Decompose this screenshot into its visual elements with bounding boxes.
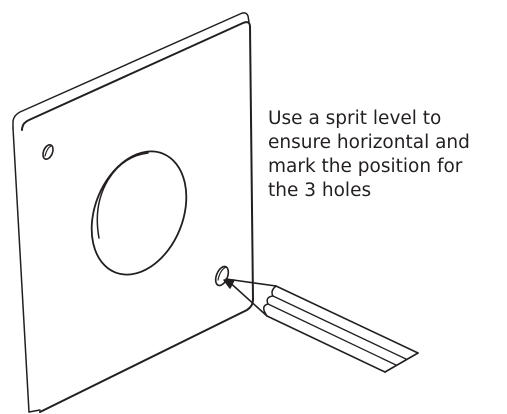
screw-hole-bottom-right-inner [217,266,227,281]
instruction-line-4: the 3 holes [268,180,372,201]
pencil-end [384,352,419,373]
central-opening-inner-rim [96,152,149,239]
instruction-line-2: ensure horizontal and [268,132,470,153]
pencil-icon [223,278,419,373]
pencil-facet-line-2 [267,303,397,366]
plate-front-face [21,21,254,413]
pencil-wood-cone [225,278,277,317]
pencil-sharpened-edge [263,285,277,317]
pencil-facet-line-1 [272,295,407,360]
screw-hole-top-left [42,144,54,160]
instruction-line-3: mark the position for [268,156,463,177]
instruction-text: Use a sprit level to ensure horizontal a… [268,107,503,203]
central-opening [90,150,188,276]
plate-edge [12,12,250,129]
instruction-line-1: Use a sprit level to [268,108,442,129]
screw-hole-top-left-inner [44,145,52,157]
plate-edge-side [12,127,30,413]
pencil-shaft-top [275,285,419,354]
pencil-shaft-bottom [266,315,386,373]
plate-bottom-edge [28,409,41,413]
wall-plate-icon [12,12,254,413]
